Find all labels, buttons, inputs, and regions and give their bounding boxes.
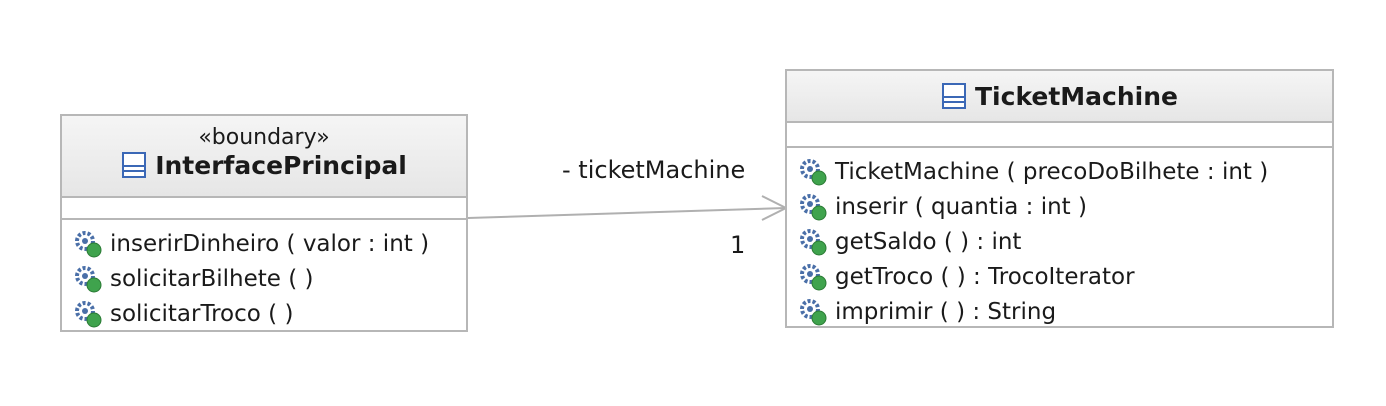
attributes-compartment <box>62 198 466 220</box>
attributes-compartment <box>787 123 1332 148</box>
operation-label: TicketMachine ( precoDoBilhete : int ) <box>835 158 1269 185</box>
operation-row[interactable]: solicitarTroco ( ) <box>72 296 466 331</box>
operations-compartment: TicketMachine ( precoDoBilhete : int ) i… <box>787 148 1332 329</box>
class-name: TicketMachine <box>975 81 1178 111</box>
operation-row[interactable]: getSaldo ( ) : int <box>797 224 1332 259</box>
operation-row[interactable]: TicketMachine ( precoDoBilhete : int ) <box>797 154 1332 189</box>
stereotype-label: «boundary» <box>198 125 330 150</box>
operation-row[interactable]: inserirDinheiro ( valor : int ) <box>72 226 466 261</box>
public-operation-icon <box>75 265 102 292</box>
class-name: InterfacePrincipal <box>155 150 407 180</box>
operation-label: imprimir ( ) : String <box>835 298 1057 325</box>
operation-label: inserir ( quantia : int ) <box>835 193 1087 220</box>
association-role-label: - ticketMachine <box>562 156 746 184</box>
operation-row[interactable]: imprimir ( ) : String <box>797 294 1332 329</box>
operation-row[interactable]: inserir ( quantia : int ) <box>797 189 1332 224</box>
operation-label: solicitarBilhete ( ) <box>110 265 314 292</box>
public-operation-icon <box>75 230 102 257</box>
class-icon <box>942 83 966 109</box>
public-operation-icon <box>800 193 827 220</box>
operations-compartment: inserirDinheiro ( valor : int ) solicita… <box>62 220 466 331</box>
public-operation-icon <box>75 300 102 327</box>
class-icon <box>122 152 147 178</box>
class-interface-principal[interactable]: «boundary» InterfacePrincipal inserirDin… <box>60 114 468 332</box>
operation-row[interactable]: getTroco ( ) : TrocoIterator <box>797 259 1332 294</box>
association-multiplicity-label: 1 <box>730 231 746 259</box>
operation-label: getSaldo ( ) : int <box>835 228 1022 255</box>
class-header: TicketMachine <box>787 71 1332 123</box>
operation-label: inserirDinheiro ( valor : int ) <box>110 230 430 257</box>
public-operation-icon <box>800 158 827 185</box>
public-operation-icon <box>800 263 827 290</box>
class-header: «boundary» InterfacePrincipal <box>62 116 466 198</box>
public-operation-icon <box>800 228 827 255</box>
operation-label: solicitarTroco ( ) <box>110 300 294 327</box>
operation-label: getTroco ( ) : TrocoIterator <box>835 263 1135 290</box>
public-operation-icon <box>800 298 827 325</box>
operation-row[interactable]: solicitarBilhete ( ) <box>72 261 466 296</box>
class-ticket-machine[interactable]: TicketMachine TicketMachine ( precoDoBil… <box>785 69 1334 328</box>
